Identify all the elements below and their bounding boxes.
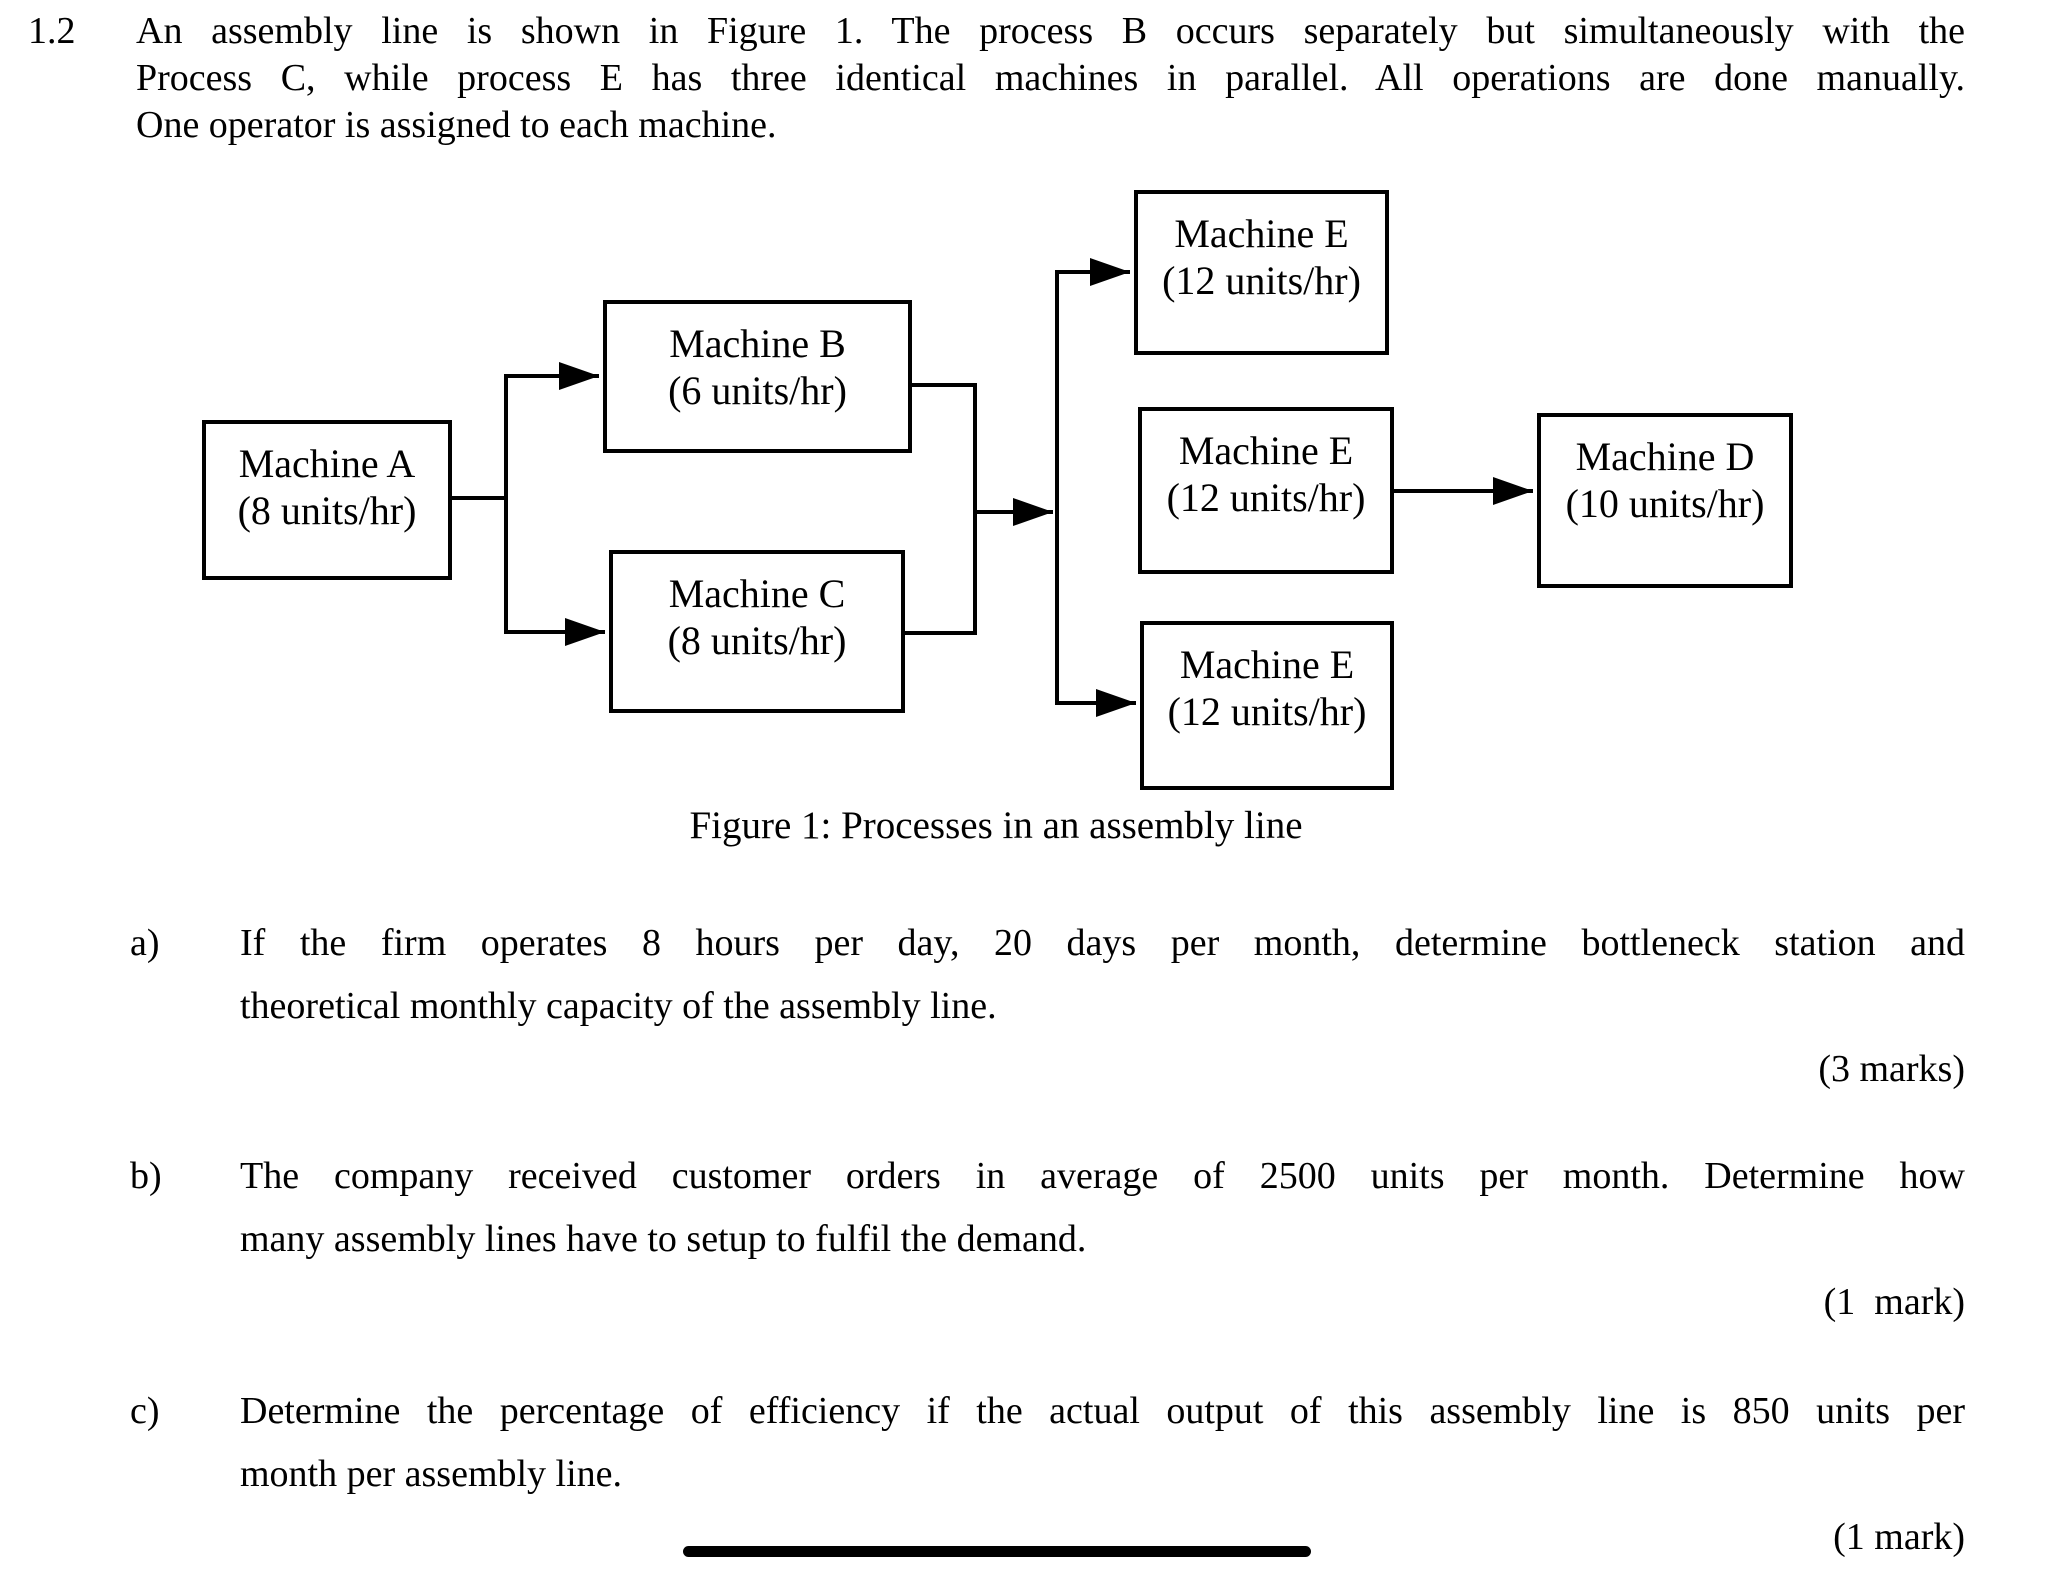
machine-name: Machine C — [668, 571, 846, 616]
machine-name: Machine A — [238, 441, 416, 486]
section-c-marks: (1 mark) — [1833, 1516, 1965, 1558]
machine-rate: (12 units/hr) — [1162, 258, 1361, 303]
machine-rate: (12 units/hr) — [1167, 689, 1367, 734]
machine-name: Machine D — [1575, 434, 1755, 479]
section-b-label: b) — [130, 1155, 162, 1197]
machine-a-box: Machine A (8 units/hr) — [202, 420, 452, 580]
machine-rate: (6 units/hr) — [668, 368, 847, 413]
machine-e-bottom-box: Machine E (12 units/hr) — [1140, 621, 1394, 790]
intro-line: Process C, while process E has three ide… — [136, 57, 1965, 99]
section-b-marks: (1 mark) — [1823, 1281, 1965, 1323]
question-intro: An assembly line is shown in Figure 1. T… — [136, 8, 1965, 149]
machine-rate: (10 units/hr) — [1565, 481, 1765, 526]
section-text-line: theoretical monthly capacity of the asse… — [240, 985, 997, 1027]
intro-line: One operator is assigned to each machine… — [136, 104, 777, 146]
bottom-black-bar — [683, 1546, 1311, 1557]
machine-name: Machine B — [669, 321, 846, 366]
section-c-body: Determine the percentage of efficiency i… — [240, 1380, 1965, 1569]
machine-c-box: Machine C (8 units/hr) — [609, 550, 905, 713]
figure-caption: Figure 1: Processes in an assembly line — [689, 804, 1303, 847]
section-text-line: month per assembly line. — [240, 1453, 623, 1495]
section-text-line: The company received customer orders in … — [240, 1155, 1965, 1197]
machine-b-box: Machine B (6 units/hr) — [603, 300, 912, 453]
section-a-label: a) — [130, 922, 160, 964]
section-a-marks: (3 marks) — [1818, 1048, 1965, 1090]
machine-rate: (8 units/hr) — [667, 618, 847, 663]
intro-line: An assembly line is shown in Figure 1. T… — [136, 10, 1965, 52]
machine-e-top-box: Machine E (12 units/hr) — [1134, 190, 1389, 355]
section-c-label: c) — [130, 1390, 160, 1432]
machine-rate: (8 units/hr) — [237, 488, 417, 533]
section-text-line: If the firm operates 8 hours per day, 20… — [240, 922, 1965, 964]
machine-name: Machine E — [1178, 428, 1354, 473]
machine-e-middle-box: Machine E (12 units/hr) — [1138, 407, 1394, 574]
machine-rate: (12 units/hr) — [1166, 475, 1366, 520]
section-text-line: Determine the percentage of efficiency i… — [240, 1390, 1965, 1432]
machine-name: Machine E — [1174, 211, 1349, 256]
section-text-line: many assembly lines have to setup to ful… — [240, 1218, 1087, 1260]
machine-name: Machine E — [1179, 642, 1355, 687]
section-b-body: The company received customer orders in … — [240, 1145, 1965, 1334]
machine-d-box: Machine D (10 units/hr) — [1537, 413, 1793, 588]
section-a-body: If the firm operates 8 hours per day, 20… — [240, 912, 1965, 1101]
question-number: 1.2 — [28, 10, 76, 52]
